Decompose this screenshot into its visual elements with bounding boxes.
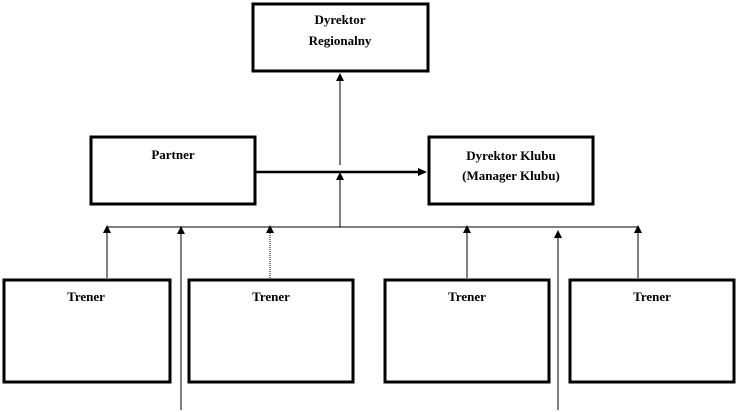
node-regional-director-line-2: Regionalny — [309, 33, 372, 48]
node-trainer-2-label: Trener — [252, 289, 290, 304]
node-trainer-4: Trener — [568, 278, 736, 384]
arrowhead-center — [336, 172, 344, 180]
arrowhead-trainer-4 — [634, 225, 642, 233]
arrowhead-regional — [336, 73, 344, 81]
node-trainer-3-box — [383, 278, 551, 384]
node-trainer-2: Trener — [187, 278, 355, 384]
node-trainer-4-box — [568, 278, 736, 384]
node-trainer-4-label: Trener — [633, 289, 671, 304]
node-regional-director-line-1: Dyrektor — [314, 12, 365, 27]
node-trainer-3: Trener — [383, 278, 551, 384]
node-trainer-2-box — [187, 278, 355, 384]
arrowhead-long-right — [554, 230, 562, 238]
node-trainer-1-label: Trener — [67, 289, 105, 304]
arrowhead-long-left — [177, 226, 185, 234]
node-trainer-3-label: Trener — [448, 289, 486, 304]
node-club-director-line-2: (Manager Klubu) — [462, 168, 560, 183]
node-regional-director-box — [251, 2, 430, 73]
node-trainer-1-box — [2, 278, 172, 384]
node-club-director: Dyrektor Klubu (Manager Klubu) — [427, 135, 595, 206]
node-partner-box — [89, 135, 257, 206]
arrowhead-trainer-3 — [463, 225, 471, 233]
arrowhead-trainer-2 — [266, 225, 274, 233]
node-partner: Partner — [89, 135, 257, 206]
node-trainer-1: Trener — [2, 278, 172, 384]
connectors — [103, 73, 642, 410]
node-club-director-box — [427, 135, 595, 206]
node-club-director-line-1: Dyrektor Klubu — [466, 148, 555, 163]
node-regional-director: Dyrektor Regionalny — [251, 2, 430, 73]
node-partner-label: Partner — [151, 147, 195, 162]
arrowhead-club-director — [418, 168, 427, 176]
arrowhead-trainer-1 — [103, 225, 111, 233]
